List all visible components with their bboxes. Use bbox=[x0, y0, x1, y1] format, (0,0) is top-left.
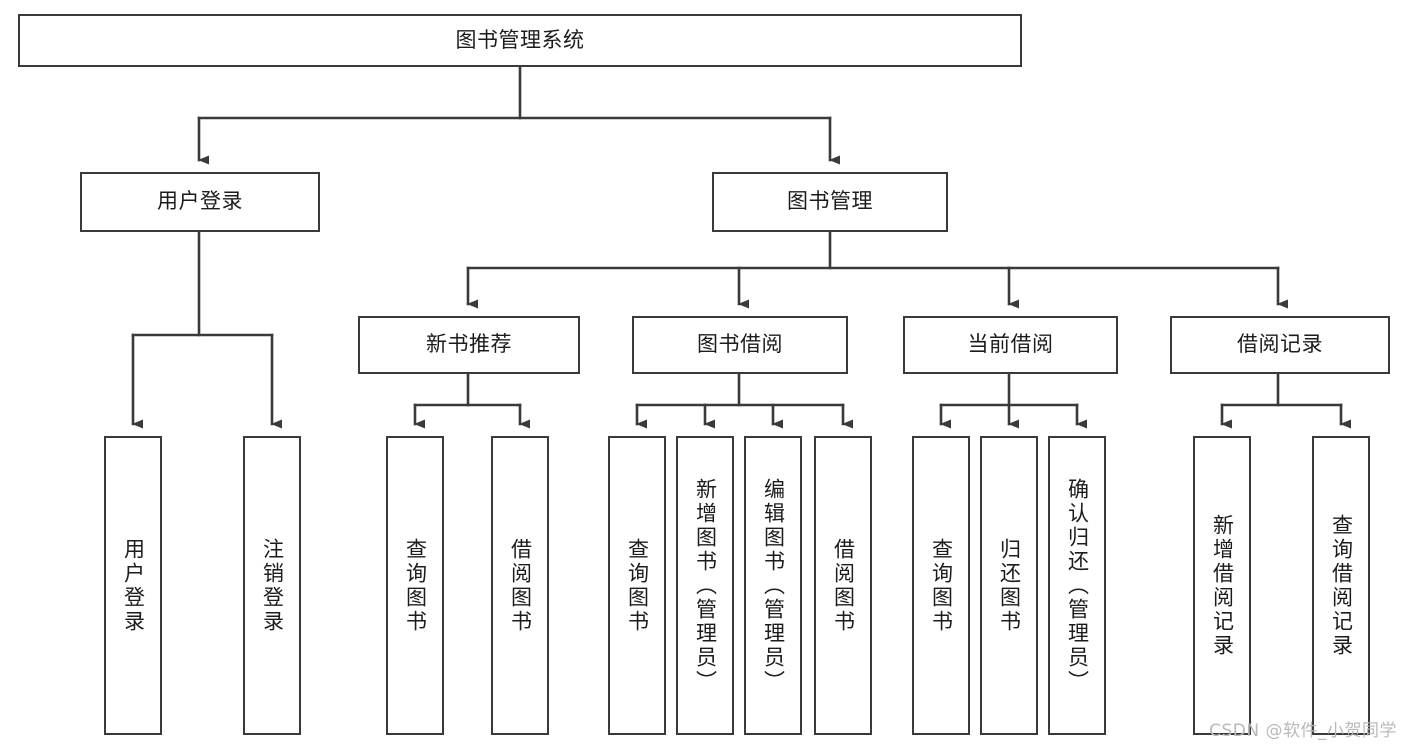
node-label: 查询图书 bbox=[929, 537, 954, 634]
node-label: 归还图书 bbox=[997, 537, 1022, 634]
node-label: 借阅记录 bbox=[1237, 332, 1323, 357]
node-label: 查询借阅记录 bbox=[1329, 513, 1354, 658]
csdn-watermark: CSDN @软件_小贺同学 bbox=[1209, 721, 1397, 741]
node-leaf-borrow-book-1[interactable]: 借阅图书 bbox=[491, 436, 549, 735]
node-label: 确认归还（管理员） bbox=[1065, 477, 1090, 694]
node-leaf-edit-book-admin[interactable]: 编辑图书（管理员） bbox=[744, 436, 802, 735]
node-leaf-add-book-admin[interactable]: 新增图书（管理员） bbox=[676, 436, 734, 735]
node-label: 新增图书（管理员） bbox=[693, 477, 718, 694]
node-label: 借阅图书 bbox=[831, 537, 856, 634]
node-label: 注销登录 bbox=[260, 537, 285, 634]
node-label: 用户登录 bbox=[121, 537, 146, 634]
node-leaf-add-borrow-record[interactable]: 新增借阅记录 bbox=[1193, 436, 1251, 735]
node-leaf-query-book-3[interactable]: 查询图书 bbox=[912, 436, 970, 735]
node-label: 用户登录 bbox=[157, 189, 243, 214]
node-label: 新书推荐 bbox=[426, 332, 512, 357]
node-leaf-confirm-return-admin[interactable]: 确认归还（管理员） bbox=[1048, 436, 1106, 735]
node-root-book-management-system[interactable]: 图书管理系统 bbox=[18, 14, 1022, 67]
node-leaf-query-book-1[interactable]: 查询图书 bbox=[386, 436, 444, 735]
node-label: 图书管理 bbox=[787, 189, 873, 214]
node-current-borrow[interactable]: 当前借阅 bbox=[903, 316, 1118, 374]
node-leaf-query-borrow-record[interactable]: 查询借阅记录 bbox=[1312, 436, 1370, 735]
node-leaf-return-book[interactable]: 归还图书 bbox=[980, 436, 1038, 735]
node-label: 编辑图书（管理员） bbox=[761, 477, 786, 694]
node-label: 借阅图书 bbox=[508, 537, 533, 634]
node-book-borrow[interactable]: 图书借阅 bbox=[632, 316, 848, 374]
node-user-login[interactable]: 用户登录 bbox=[80, 172, 320, 232]
node-leaf-logout-login[interactable]: 注销登录 bbox=[243, 436, 301, 735]
node-new-book-recommend[interactable]: 新书推荐 bbox=[358, 316, 580, 374]
node-leaf-query-book-2[interactable]: 查询图书 bbox=[608, 436, 666, 735]
node-borrow-record[interactable]: 借阅记录 bbox=[1170, 316, 1390, 374]
node-label: 图书借阅 bbox=[697, 332, 783, 357]
node-label: 新增借阅记录 bbox=[1210, 513, 1235, 658]
node-label: 图书管理系统 bbox=[455, 27, 585, 52]
node-label: 查询图书 bbox=[403, 537, 428, 634]
node-label: 查询图书 bbox=[625, 537, 650, 634]
node-label: 当前借阅 bbox=[967, 332, 1054, 357]
node-book-management[interactable]: 图书管理 bbox=[712, 172, 948, 232]
node-leaf-user-login[interactable]: 用户登录 bbox=[104, 436, 162, 735]
node-leaf-borrow-book-2[interactable]: 借阅图书 bbox=[814, 436, 872, 735]
